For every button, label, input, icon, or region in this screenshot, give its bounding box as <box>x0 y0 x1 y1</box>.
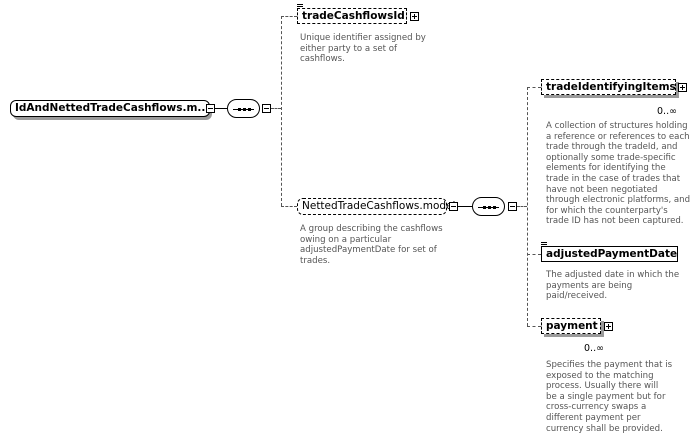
sequence-compositor-icon <box>227 99 260 118</box>
attributes-stack-icon <box>541 242 549 248</box>
adjusted-payment-date-node[interactable]: adjustedPaymentDate <box>541 246 678 262</box>
root-connector <box>215 108 227 109</box>
sequence-compositor-icon <box>472 197 505 216</box>
payment-label: payment <box>546 320 598 332</box>
netted-trade-cashflows-model-label: NettedTradeCashflows.model <box>302 200 456 212</box>
connector <box>281 16 282 206</box>
trade-identifying-items-cardinality: 0..∞ <box>657 106 677 117</box>
trade-cashflows-id-node[interactable]: tradeCashflowsId <box>297 8 407 24</box>
connector <box>527 326 541 327</box>
connector <box>527 87 528 326</box>
payment-cardinality: 0..∞ <box>584 343 604 354</box>
trade-identifying-items-node[interactable]: tradeIdentifyingItems <box>541 79 676 95</box>
trade-cashflows-id-label: tradeCashflowsId <box>302 10 405 22</box>
trade-identifying-items-description: A collection of structures holding a ref… <box>546 121 691 227</box>
trade-cashflows-id-description: Unique identifier assigned by either par… <box>300 33 426 65</box>
trade-identifying-items-expand-icon[interactable] <box>678 83 687 92</box>
root-group-label: IdAndNettedTradeCashflows.m... <box>15 102 210 114</box>
root-collapse-icon[interactable] <box>206 104 215 113</box>
netted-model-collapse-icon[interactable] <box>449 202 458 211</box>
connector <box>527 254 541 255</box>
netted-trade-cashflows-model-description: A group describing the cashflows owing o… <box>300 224 443 266</box>
connector <box>517 206 527 207</box>
connector <box>281 206 297 207</box>
connector <box>527 87 541 88</box>
connector <box>271 108 281 109</box>
trade-identifying-items-label: tradeIdentifyingItems <box>546 81 676 93</box>
netted-trade-cashflows-model-node[interactable]: NettedTradeCashflows.model <box>297 198 455 215</box>
payment-description: Specifies the payment that is exposed to… <box>546 360 673 434</box>
sequence-collapse-icon[interactable] <box>508 202 517 211</box>
payment-node[interactable]: payment <box>541 318 601 334</box>
root-group-node[interactable]: IdAndNettedTradeCashflows.m... <box>10 100 210 117</box>
adjusted-payment-date-description: The adjusted date in which the payments … <box>546 270 680 302</box>
sequence-collapse-icon[interactable] <box>262 104 271 113</box>
attributes-stack-icon <box>297 4 305 10</box>
adjusted-payment-date-label: adjustedPaymentDate <box>546 248 678 260</box>
trade-cashflows-id-expand-icon[interactable] <box>410 12 419 21</box>
payment-expand-icon[interactable] <box>604 322 613 331</box>
connector <box>281 16 297 17</box>
netted-model-connector <box>458 206 472 207</box>
